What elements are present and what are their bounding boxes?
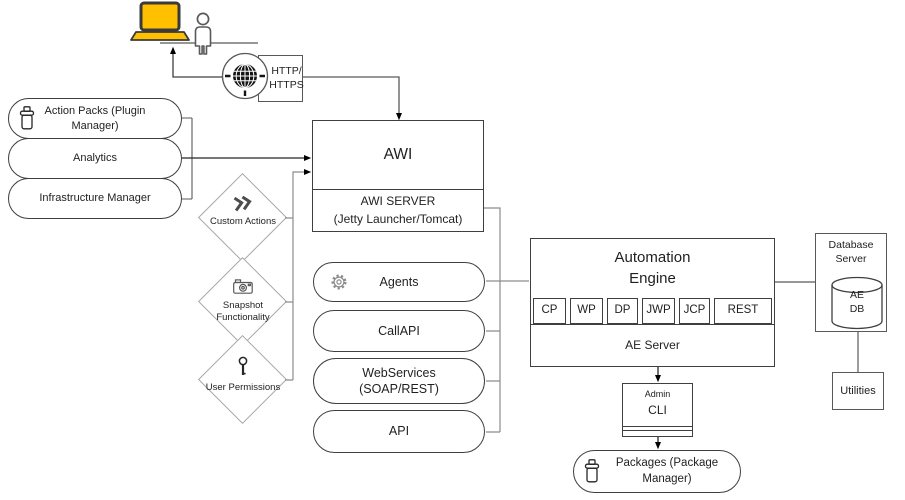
callapi-box: CallAPI [313, 310, 485, 352]
awi-title: AWI [383, 146, 413, 163]
camera-icon [233, 279, 253, 298]
utilities-label: Utilities [840, 384, 876, 397]
custom-actions-content: Custom Actions [196, 193, 290, 228]
custom-actions-label: Custom Actions [210, 215, 276, 227]
http-label-box: HTTP/ HTTPS [258, 55, 304, 102]
database-server-box: Database Server AE DB [815, 233, 887, 332]
process-cell-dp: DP [607, 298, 638, 324]
packages-label: Packages (Package Manager) [615, 457, 719, 485]
http-label: HTTP/ HTTPS [269, 64, 304, 91]
database-server-label: Database Server [828, 239, 874, 265]
admin-label: Admin [644, 389, 671, 399]
jar-icon [584, 459, 600, 484]
admin-cli-box: Admin CLI [622, 383, 693, 437]
packages-box: Packages (Package Manager) [573, 450, 741, 493]
process-cell-rest: REST [714, 298, 772, 324]
api-box: API [313, 410, 485, 453]
analytics-label: Analytics [72, 152, 118, 165]
automation-engine-box: Automation Engine CP WP DP JWP JCP REST … [530, 238, 775, 367]
ae-server-label: AE Server [531, 324, 774, 366]
infrastructure-manager-label: Infrastructure Manager [39, 192, 151, 205]
utilities-box: Utilities [832, 372, 884, 410]
jar-icon [19, 106, 35, 131]
awi-box: AWI AWI SERVER (Jetty Launcher/Tomcat) [312, 120, 484, 232]
chevrons-icon [229, 191, 257, 218]
snapshot-content: Snapshot Functionality [196, 279, 290, 325]
action-packs-label: Action Packs (Plugin Manager) [44, 104, 146, 132]
agents-box: Agents [313, 262, 485, 302]
database-cylinder-icon [831, 276, 883, 335]
process-cell-cp: CP [533, 298, 566, 324]
user-permissions-content: User Permissions [196, 356, 290, 394]
cli-footer-line [623, 430, 692, 431]
process-row: CP WP DP JWP JCP REST [531, 298, 774, 324]
process-cell-wp: WP [570, 298, 603, 324]
infrastructure-manager-box: Infrastructure Manager [8, 178, 182, 219]
agents-label: Agents [379, 274, 419, 289]
api-label: API [388, 424, 410, 439]
callapi-label: CallAPI [378, 323, 420, 338]
gear-icon [329, 272, 349, 292]
cli-label: CLI [648, 402, 667, 417]
connector-left-stack-bracket [182, 117, 193, 200]
cli-footer-line [623, 426, 692, 427]
webservices-label: WebServices (SOAP/REST) [359, 365, 439, 397]
user-icon [194, 12, 212, 55]
user-permissions-label: User Permissions [205, 381, 281, 393]
awi-server-label: AWI SERVER (Jetty Launcher/Tomcat) [313, 189, 483, 231]
action-packs-box: Action Packs (Plugin Manager) [8, 98, 182, 139]
connector-interfaces-bus [484, 207, 529, 433]
connector-http-to-awi [303, 76, 402, 121]
key-icon [237, 356, 249, 381]
webservices-box: WebServices (SOAP/REST) [313, 358, 485, 404]
automation-engine-title: Automation Engine [614, 249, 691, 287]
analytics-box: Analytics [8, 138, 182, 179]
laptop-icon [130, 1, 190, 41]
snapshot-label: Snapshot Functionality [216, 299, 270, 324]
process-cell-jcp: JCP [679, 298, 710, 324]
ae-db-label: AE DB [849, 289, 865, 315]
process-cell-jwp: JWP [642, 298, 675, 324]
connector-internet-to-client [170, 46, 222, 78]
